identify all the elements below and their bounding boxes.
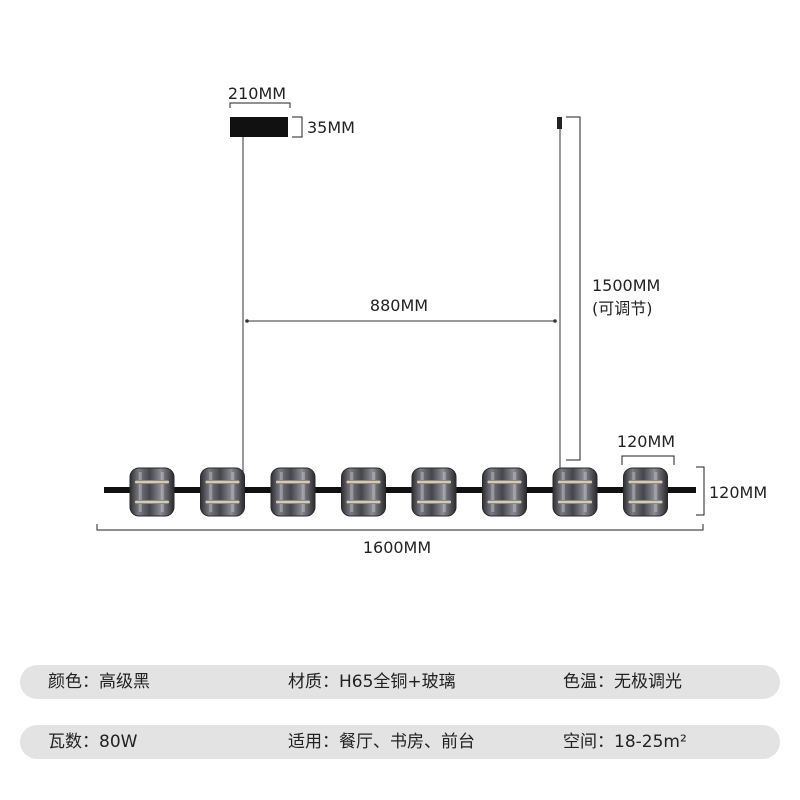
cable-spacing-dimension: 880MM: [245, 296, 557, 323]
total-length-label: 1600MM: [363, 538, 431, 557]
spec-wattage: 瓦数：80W: [48, 732, 138, 752]
lamp-shade: [411, 467, 457, 517]
cable-adjustable-note: (可调节): [592, 299, 653, 318]
spec-space: 空间：18-25m²: [563, 732, 687, 752]
cable-spacing-label: 880MM: [370, 296, 428, 315]
lamp-shade: [341, 467, 386, 517]
lamp-shade: [552, 467, 598, 517]
cable-length-label: 1500MM: [592, 276, 660, 295]
canopy-width-label: 210MM: [228, 84, 286, 103]
lamp-shade: [482, 467, 527, 517]
fixture-bar: [104, 487, 696, 493]
total-length-dimension: 1600MM: [96, 524, 704, 557]
spec-color: 颜色：高级黑: [48, 672, 150, 692]
lamp-shade: [129, 467, 175, 517]
canopy-height-dimension: 35MM: [292, 116, 355, 138]
cable-length-dimension: 1500MM (可调节): [566, 116, 660, 461]
spec-color-temperature: 色温：无极调光: [563, 672, 682, 692]
shade-height-dimension: 120MM: [696, 466, 767, 516]
lamp-shade: [623, 467, 668, 517]
spec-row-1: 颜色：高级黑 材质：H65全铜+玻璃 色温：无极调光: [20, 665, 780, 699]
cable-hook: [557, 117, 562, 129]
lamp-shade: [270, 467, 316, 517]
shade-height-label: 120MM: [709, 483, 767, 502]
lamp-shades: [129, 467, 668, 517]
product-dimension-diagram: 210MM 35MM 880MM 1500MM (可调节) 120MM 120M…: [96, 84, 767, 557]
canopy-height-label: 35MM: [307, 118, 355, 137]
spec-usage: 适用：餐厅、书房、前台: [288, 732, 475, 752]
spec-row-2: 瓦数：80W 适用：餐厅、书房、前台 空间：18-25m²: [20, 725, 780, 759]
ceiling-canopy: [230, 117, 288, 137]
shade-width-dimension: 120MM: [617, 432, 675, 465]
canopy-width-dimension: 210MM: [228, 84, 291, 108]
shade-width-label: 120MM: [617, 432, 675, 451]
spec-material: 材质：H65全铜+玻璃: [288, 672, 456, 692]
lamp-shade: [200, 467, 245, 517]
